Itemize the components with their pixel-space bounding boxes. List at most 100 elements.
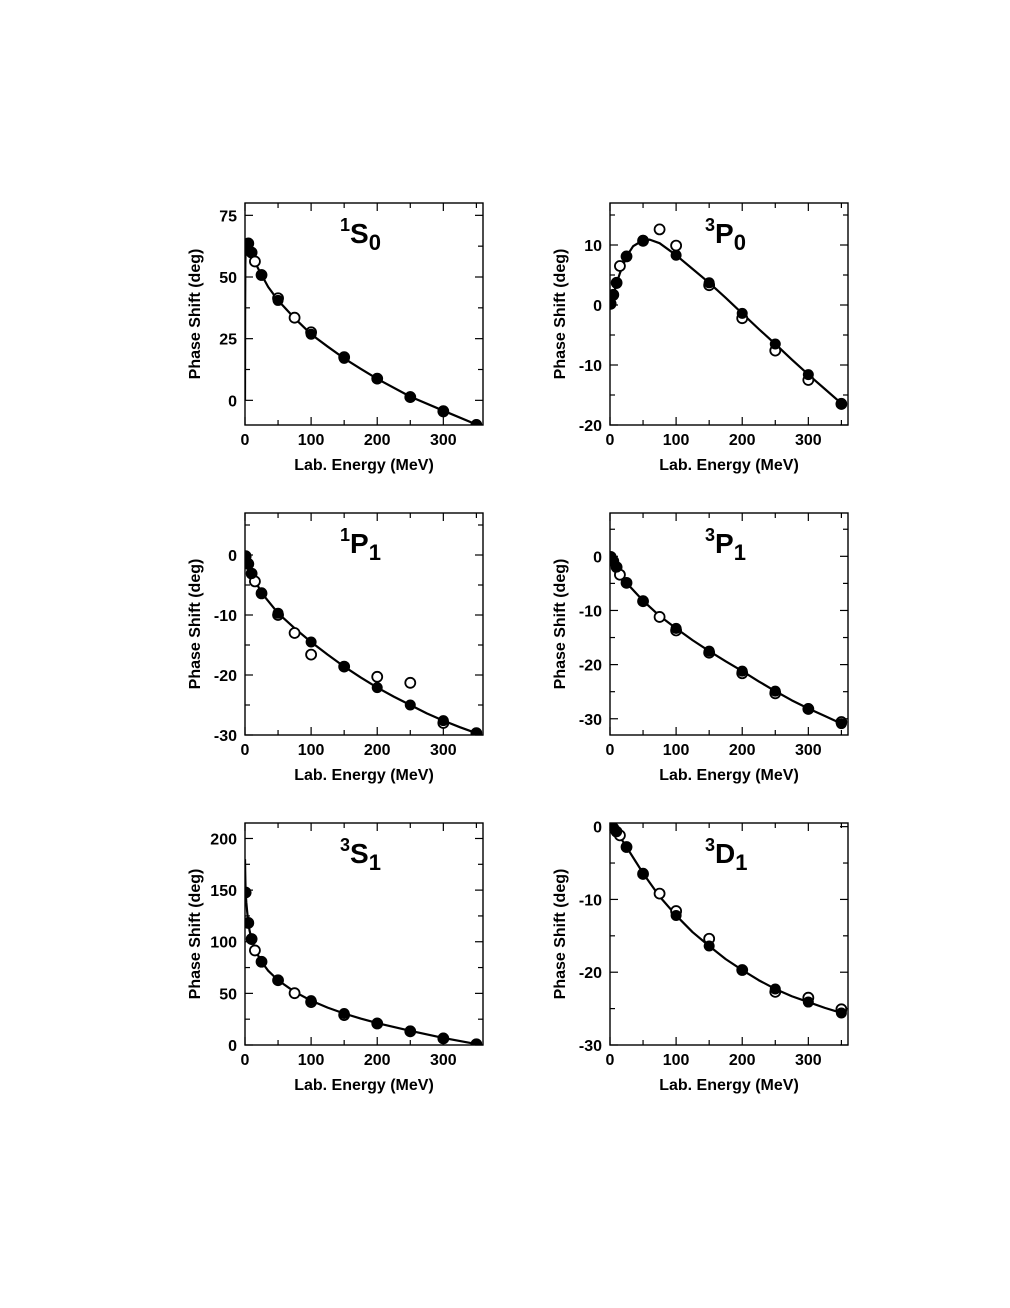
title-letter: S (350, 838, 369, 869)
y-tick-label: 100 (210, 935, 237, 952)
y-tick-label: -30 (214, 728, 237, 745)
filled-data-point (736, 964, 748, 976)
y-tick-label: 0 (593, 298, 602, 315)
filled-data-point (637, 595, 649, 607)
panel-title: 1S0 (340, 215, 381, 255)
filled-data-point (703, 277, 715, 289)
filled-data-point (637, 234, 649, 246)
x-tick-label: 100 (663, 742, 690, 759)
open-data-point (305, 648, 318, 661)
filled-data-point (802, 369, 814, 381)
y-axis-label: Phase Shift (deg) (552, 249, 569, 380)
plot-area (610, 550, 848, 730)
y-tick-label: -20 (579, 658, 602, 675)
title-superscript: 3 (705, 215, 715, 235)
title-subscript: 1 (369, 850, 381, 875)
filled-data-point (245, 886, 252, 898)
title-superscript: 1 (340, 525, 350, 545)
y-tick-label: 200 (210, 831, 237, 848)
plot-frame (609, 512, 849, 736)
open-data-point (670, 239, 683, 252)
title-letter: P (350, 528, 369, 559)
filled-data-point (670, 249, 682, 261)
y-tick-label: -30 (579, 1038, 602, 1055)
filled-data-point (272, 607, 284, 619)
plot-frame (244, 512, 484, 736)
panel-title: 3P0 (705, 215, 746, 255)
filled-data-point (437, 1032, 449, 1044)
y-axis-label: Phase Shift (deg) (552, 559, 569, 690)
filled-data-point (802, 702, 814, 714)
filled-data-point (703, 940, 715, 952)
y-tick-label: 0 (593, 549, 602, 566)
y-tick-label: 25 (219, 332, 237, 349)
open-data-point (249, 944, 261, 957)
title-letter: D (715, 838, 735, 869)
x-tick-label: 300 (430, 432, 457, 449)
panel-title: 3S1 (340, 835, 381, 875)
y-tick-label: -10 (579, 892, 602, 909)
filled-data-point (637, 867, 649, 879)
filled-data-point (256, 956, 268, 968)
x-tick-label: 200 (364, 432, 391, 449)
x-tick-label: 300 (795, 1052, 822, 1069)
filled-data-point (736, 307, 748, 319)
title-letter: P (715, 218, 734, 249)
panel-title: 3P1 (705, 525, 746, 565)
plot-frame (609, 822, 849, 1046)
filled-data-point (246, 246, 258, 258)
panel-title: 3D1 (705, 835, 748, 875)
filled-data-point (769, 685, 781, 697)
title-superscript: 3 (340, 835, 350, 855)
filled-data-point (835, 1007, 847, 1019)
filled-data-point (338, 352, 350, 364)
filled-data-point (736, 665, 748, 677)
x-axis-label: Lab. Energy (MeV) (659, 767, 799, 784)
x-tick-label: 0 (606, 432, 615, 449)
title-subscript: 1 (734, 540, 746, 565)
x-tick-label: 300 (430, 742, 457, 759)
open-data-point (288, 311, 301, 324)
filled-data-point (670, 622, 682, 634)
filled-data-point (670, 909, 682, 921)
fit-curve (245, 859, 477, 1045)
filled-data-point (256, 269, 268, 281)
filled-data-point (246, 568, 258, 580)
plot-frame (244, 822, 484, 1046)
y-axis-label: Phase Shift (deg) (187, 869, 204, 1000)
filled-data-point (256, 587, 268, 599)
plot-area (245, 859, 483, 1045)
filled-data-point (769, 983, 781, 995)
filled-data-point (338, 661, 350, 673)
open-data-point (288, 987, 301, 1000)
filled-data-point (305, 636, 317, 648)
x-axis-label: Lab. Energy (MeV) (294, 1077, 434, 1094)
y-axis-label: Phase Shift (deg) (552, 869, 569, 1000)
open-data-point (614, 260, 626, 272)
y-tick-label: 150 (210, 883, 237, 900)
open-data-point (653, 887, 666, 900)
title-subscript: 1 (735, 850, 747, 875)
plot-area (245, 550, 483, 735)
y-tick-label: 50 (219, 986, 237, 1003)
x-tick-label: 100 (663, 432, 690, 449)
open-data-point (371, 670, 384, 683)
y-tick-label: -20 (214, 668, 237, 685)
x-tick-label: 0 (241, 742, 250, 759)
title-superscript: 3 (705, 835, 715, 855)
plot-area (245, 237, 483, 425)
filled-data-point (404, 391, 416, 403)
filled-data-point (272, 974, 284, 986)
filled-data-point (371, 682, 383, 694)
fit-curve (245, 240, 477, 425)
filled-data-point (245, 557, 254, 569)
x-tick-label: 300 (795, 742, 822, 759)
filled-data-point (621, 577, 633, 589)
filled-data-point (835, 718, 847, 730)
y-tick-label: -20 (579, 965, 602, 982)
filled-data-point (621, 250, 633, 262)
